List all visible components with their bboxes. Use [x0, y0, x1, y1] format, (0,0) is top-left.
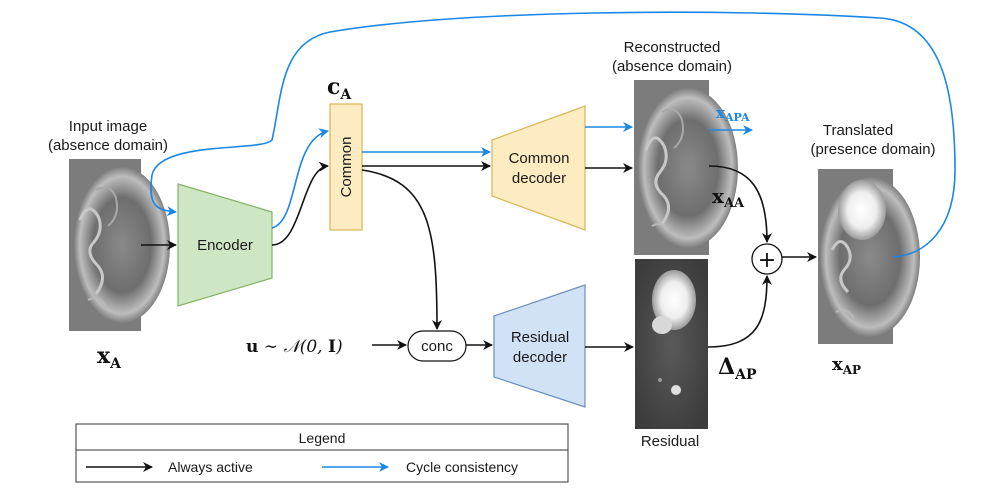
legend-always-active: Always active [168, 459, 253, 475]
translated-caption-line1: Translated [823, 122, 893, 139]
translated-image-group: Translated (presence domain) xAP [810, 122, 935, 377]
residual-decoder-line2: decoder [513, 349, 567, 366]
arrow-common-to-conc [361, 169, 442, 330]
reconstructed-caption-line2: (absence domain) [612, 58, 732, 75]
blue-arrows [150, 11, 956, 258]
input-symbol: xA [97, 343, 122, 372]
plus-icon: + [758, 248, 776, 273]
reconstructed-caption-line1: Reconstructed [624, 39, 721, 56]
input-brain-image [69, 159, 170, 331]
conc-label: conc [421, 338, 453, 355]
black-arrows [141, 161, 817, 352]
translated-caption-line2: (presence domain) [810, 141, 935, 158]
arrow-encoder-to-common [271, 161, 329, 246]
residual-image-group: Residual ΔAP [635, 259, 757, 450]
common-decoder-block: Common decoder [491, 105, 586, 231]
residual-image [635, 259, 708, 429]
noise-formula: u ∼ 𝒩(0, I) [246, 337, 343, 357]
xap-symbol: xAP [832, 354, 861, 377]
legend-cycle-consistency: Cycle consistency [406, 459, 518, 475]
reconstructed-image-group: Reconstructed (absence domain) xAPA xAA [612, 39, 750, 255]
input-caption-line2: (absence domain) [48, 137, 168, 154]
common-label: Common [338, 137, 355, 198]
translated-brain-image [818, 169, 920, 344]
common-symbol: cA [327, 74, 352, 103]
encoder-label: Encoder [197, 237, 253, 254]
arrow-reconstructed-to-sum [708, 165, 772, 243]
common-decoder-line1: Common [509, 150, 570, 167]
residual-decoder-block: Residual decoder [493, 284, 586, 408]
conc-node: conc [407, 330, 467, 362]
input-image-group: Input image (absence domain) xA [48, 118, 170, 372]
input-caption-line1: Input image [69, 118, 147, 135]
residual-decoder-line1: Residual [511, 329, 569, 346]
sum-node: + [751, 243, 783, 275]
arrow-residual-to-sum [707, 275, 772, 348]
legend: Legend Always active Cycle consistency [75, 423, 569, 483]
residual-caption: Residual [641, 433, 699, 450]
reconstructed-brain-image [634, 80, 738, 255]
legend-title: Legend [299, 430, 346, 446]
cycle-arrow-encoder-to-common [271, 128, 329, 229]
delta-symbol: ΔAP [718, 354, 757, 383]
encoder-block: Encoder [177, 183, 273, 307]
common-block: cA Common [327, 74, 363, 231]
common-decoder-line2: decoder [512, 170, 566, 187]
xaa-symbol: xAA [712, 184, 745, 211]
xapa-symbol: xAPA [716, 104, 750, 124]
cycle-arrow-translated-to-encoder [150, 11, 956, 258]
